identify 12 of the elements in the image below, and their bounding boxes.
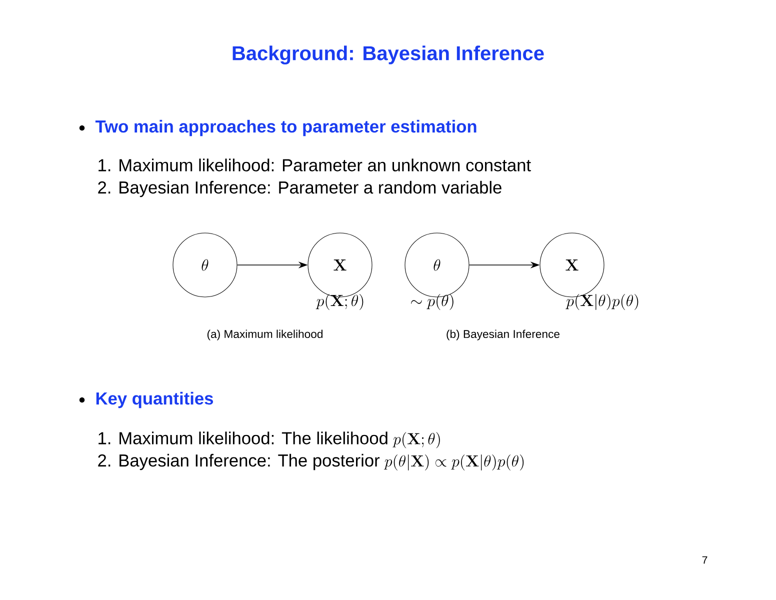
list-item: 2. Bayesian Inference: Parameter a random variable [98,180,502,198]
figure-caption: (a) Maximum likelihood [207,330,322,340]
bullet-heading: Two main approaches to parameter estimation [95,120,476,136]
formula: $p(\theta|\mathbf{X}) \propto p(\mathbf{X}|\theta)p(\theta)$ [384,454,524,470]
slide-title: Background: Bayesian Inference [232,46,544,64]
list-item: 2. Bayesian Inference: The posterior [98,454,380,470]
bullet-heading: Key quantities [96,392,214,408]
figure-caption: (b) Bayesian Inference [446,330,560,340]
list-item: 1. Maximum likelihood: The likelihood [98,432,388,444]
page-number: 7 [702,556,708,564]
list-item: 1. Maximum likelihood: Parameter an unknown constant [98,158,531,172]
formula: $p(\mathbf{X};\theta)$ [392,432,440,448]
